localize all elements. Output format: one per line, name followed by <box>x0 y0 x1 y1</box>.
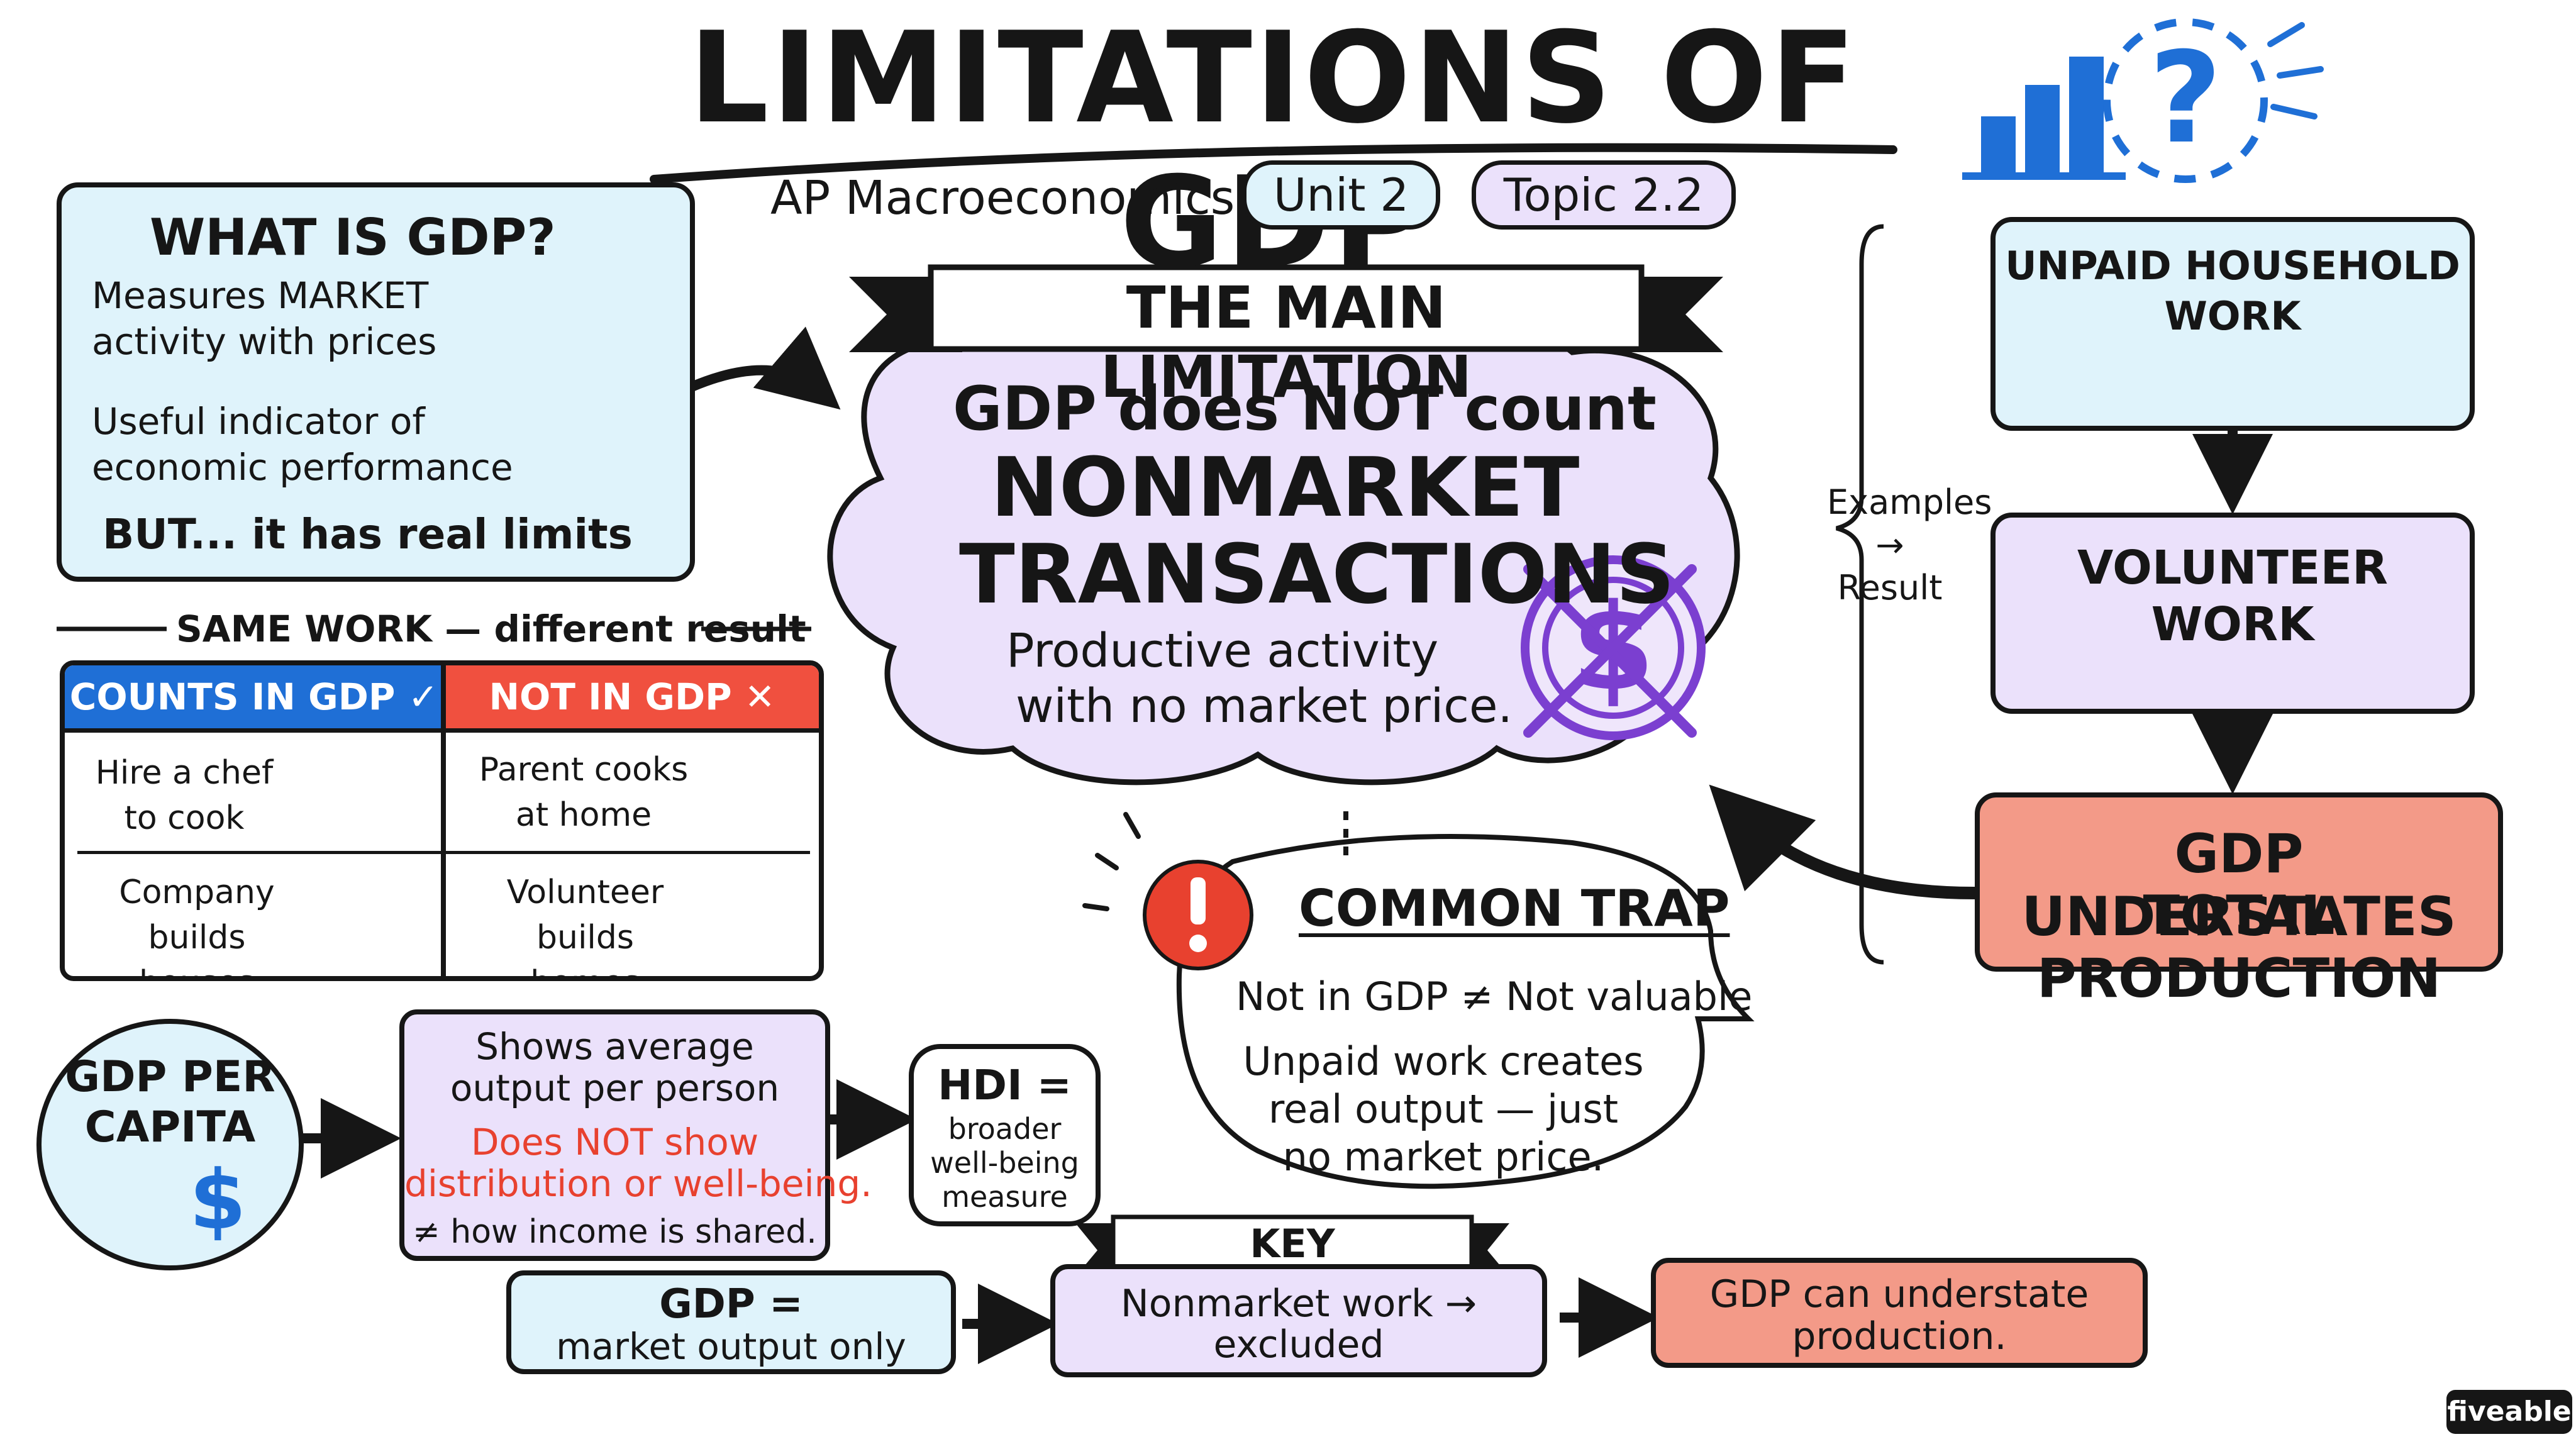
examples-label-line2: Result <box>1837 568 1943 608</box>
takeaway-1-line2: market output only <box>556 1325 906 1368</box>
same-work-table: COUNTS IN GDP ✓ NOT IN GDP ✕ Hire a chef… <box>60 660 824 981</box>
hdi-line1: HDI = <box>938 1061 1072 1109</box>
unpaid-household-work-card: UNPAID HOUSEHOLD WORK <box>1990 217 2475 431</box>
per-capita-shows-line1: Shows average <box>475 1025 754 1068</box>
volunteer-work-card: VOLUNTEER WORK <box>1990 513 2475 714</box>
main-limitation-line5: with no market price. <box>1016 679 1513 733</box>
common-trap-line4: no market price. <box>1282 1134 1604 1180</box>
common-trap-heading: COMMON TRAP <box>1299 879 1730 938</box>
examples-label-line1: Examples <box>1827 482 1992 522</box>
main-limitation-banner: THE MAIN LIMITATION <box>1100 274 1472 411</box>
takeaway-box-3: GDP can understate production. <box>1651 1258 2148 1368</box>
table-divider-vertical <box>441 665 446 976</box>
gdp-understates-line2: TOTAL PRODUCTION <box>2036 884 2441 1010</box>
takeaway-3-line2: production. <box>1792 1314 2007 1358</box>
takeaway-box-2: Nonmarket work → excluded <box>1050 1264 1547 1377</box>
gdp-per-capita-circle: GDP PER CAPITA $ <box>36 1019 304 1270</box>
not-row1-text: Parent cooks at home <box>467 747 700 838</box>
not-row2-line2: homes <box>458 960 713 976</box>
counts-in-gdp-header: COUNTS IN GDP ✓ <box>65 665 443 728</box>
arrow-result-to-cloud <box>1709 784 1975 899</box>
table-header-rule <box>65 728 819 733</box>
per-capita-explanation-card: Shows average output per person Does NOT… <box>399 1009 872 1261</box>
unpaid-household-work-label: UNPAID HOUSEHOLD WORK <box>2005 243 2460 339</box>
counts-row2-text: Company builds houses <box>77 870 316 976</box>
counts-row1-line1: Hire a chef <box>95 754 274 792</box>
not-row1-line2: at home <box>515 796 652 834</box>
common-trap-body: Unpaid work creates real output — just n… <box>1211 1038 1676 1181</box>
hdi-line3: well-being <box>930 1146 1079 1180</box>
what-is-gdp-line5: BUT... it has real limits <box>103 510 633 558</box>
common-trap-line3: real output — just <box>1268 1086 1619 1132</box>
gdp-understates-card: GDP UNDERSTATES TOTAL PRODUCTION <box>1975 792 2503 1010</box>
table-row-rule <box>77 851 810 854</box>
counts-row2-line1: Company builds <box>119 874 275 957</box>
topic-pill: Topic 2.2 <box>1472 160 1736 230</box>
main-limitation-banner-ribbon <box>849 264 1723 352</box>
title-underline <box>650 143 1897 184</box>
per-capita-shows-line2: output per person <box>450 1067 780 1109</box>
takeaway-box-1: GDP = market output only <box>506 1270 956 1374</box>
gdp-per-capita-line2: CAPITA <box>84 1102 256 1152</box>
gdp-understates-line1: GDP UNDERSTATES <box>2021 823 2457 948</box>
what-is-gdp-card: WHAT IS GDP? Measures MARKET activity wi… <box>57 182 695 582</box>
volunteer-work-label: VOLUNTEER WORK <box>2077 541 2388 652</box>
counts-row1-line2: to cook <box>124 799 245 837</box>
gdp-per-capita-line1: GDP PER <box>65 1052 275 1102</box>
what-is-gdp-line2: activity with prices <box>92 320 437 363</box>
what-is-gdp-heading: WHAT IS GDP? <box>150 208 556 267</box>
hdi-rest: broader well-being measure <box>914 1112 1096 1214</box>
course-label: AP Macroeconomics <box>770 171 1235 225</box>
common-trap-line1: Not in GDP ≠ Not valuable <box>1236 974 1753 1019</box>
per-capita-red: Does NOT show distribution or well-being… <box>404 1121 872 1205</box>
unit-pill: Unit 2 <box>1242 160 1440 230</box>
main-limitation-line1: GDP does NOT count <box>953 374 1657 444</box>
alert-icon <box>1082 812 1253 970</box>
hdi-line4: measure <box>941 1180 1068 1214</box>
not-row1-line1: Parent cooks <box>479 751 689 789</box>
common-trap-bubble <box>1176 834 1755 1189</box>
main-limitation-line2: NONMARKET <box>991 440 1580 535</box>
per-capita-neq: ≠ how income is shared. <box>413 1213 817 1251</box>
what-is-gdp-line3: Useful indicator of <box>92 400 425 443</box>
brand-logo: fiveable <box>2446 1390 2572 1434</box>
svg-text:?: ? <box>2149 25 2222 172</box>
takeaway-1-line1: GDP = <box>659 1281 803 1328</box>
page-title: LIMITATIONS OF GDP <box>688 5 1858 296</box>
not-row2-text: Volunteer builds homes <box>458 870 713 976</box>
not-row2-line1: Volunteer builds <box>506 874 664 957</box>
per-capita-shows: Shows average output per person <box>404 1026 825 1109</box>
takeaway-3-line1: GDP can understate <box>1709 1272 2089 1316</box>
arrow-to-limitation <box>689 326 841 410</box>
key-takeaways-ribbon <box>1075 1214 1509 1277</box>
takeaway-2-line1: Nonmarket work → <box>1120 1282 1477 1326</box>
main-limitation-line4: Productive activity <box>1006 624 1439 678</box>
bar-chart-question-icon: ? <box>1962 18 2324 183</box>
counts-row2-line2: houses <box>77 960 316 976</box>
dollar-icon: $ <box>189 1152 247 1248</box>
hdi-line2: broader <box>948 1112 1062 1146</box>
common-trap-line2: Unpaid work creates <box>1243 1038 1644 1084</box>
per-capita-red-line2: distribution or well-being. <box>404 1162 872 1205</box>
main-limitation-line3: TRANSACTIONS <box>959 526 1675 622</box>
examples-arrow: → <box>1875 525 1904 565</box>
hdi-card: HDI = broader well-being measure <box>909 1044 1101 1226</box>
same-work-caption: SAME WORK — different result <box>176 608 806 650</box>
counts-row1-text: Hire a chef to cook <box>77 750 291 841</box>
no-money-icon: $ <box>1521 555 1706 740</box>
per-capita-red-line1: Does NOT show <box>470 1121 759 1163</box>
not-in-gdp-header: NOT IN GDP ✕ <box>443 665 819 728</box>
what-is-gdp-line1: Measures MARKET <box>92 274 429 317</box>
examples-bracket <box>1836 224 1884 965</box>
examples-label: Examples → Result <box>1827 481 1992 609</box>
takeaway-2-line2: excluded <box>1213 1323 1384 1367</box>
what-is-gdp-line4: economic performance <box>92 446 513 489</box>
